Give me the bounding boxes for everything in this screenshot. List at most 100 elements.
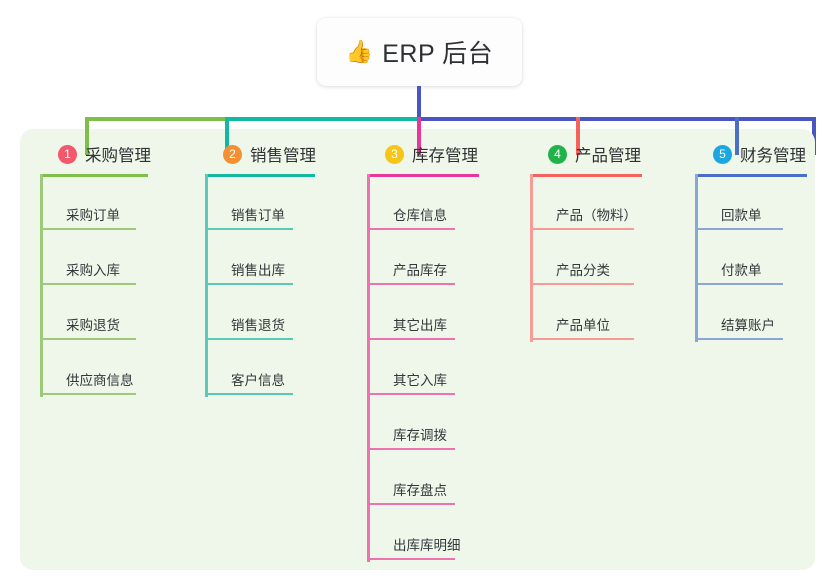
column-title-5: 财务管理: [740, 147, 806, 165]
leaf-item-label: 销售订单: [231, 208, 285, 223]
leaf-item-rule: [367, 393, 455, 395]
leaf-item-rule: [695, 228, 783, 230]
leaf-item-rule: [530, 283, 634, 285]
leaf-item[interactable]: 产品分类: [530, 261, 634, 285]
bus-segment-teal: [225, 117, 417, 121]
column-badge-5: 5: [713, 144, 732, 164]
bus-segment-blue: [417, 117, 816, 121]
leaf-item-rule: [367, 228, 455, 230]
column-header-2[interactable]: 2 销售管理: [205, 141, 316, 167]
diagram-panel: [20, 129, 815, 570]
leaf-item-rule: [205, 393, 293, 395]
leaf-item-rule: [40, 283, 136, 285]
leaf-item[interactable]: 销售出库: [205, 261, 293, 285]
leaf-item[interactable]: 产品（物料）: [530, 206, 637, 230]
leaf-item-rule: [367, 338, 455, 340]
leaf-item-label: 销售出库: [231, 263, 285, 278]
leaf-item-label: 产品库存: [393, 263, 447, 278]
column-underline-1: [40, 174, 148, 177]
column-header-5[interactable]: 5 财务管理: [695, 141, 806, 167]
column-title-4: 产品管理: [575, 147, 641, 165]
leaf-item[interactable]: 其它入库: [367, 371, 455, 395]
leaf-item-rule: [530, 228, 634, 230]
leaf-item-label: 出库库明细: [393, 538, 461, 553]
leaf-item-label: 产品单位: [556, 318, 610, 333]
leaf-item[interactable]: 出库库明细: [367, 536, 461, 560]
column-spine-1: [40, 174, 43, 397]
leaf-item-label: 结算账户: [721, 318, 775, 333]
column-spine-4: [530, 174, 533, 342]
leaf-item[interactable]: 采购订单: [40, 206, 136, 230]
leaf-item-label: 产品（物料）: [556, 208, 637, 223]
leaf-item[interactable]: 产品单位: [530, 316, 634, 340]
leaf-item-label: 产品分类: [556, 263, 610, 278]
leaf-item[interactable]: 采购退货: [40, 316, 136, 340]
column-title-2: 销售管理: [250, 147, 316, 165]
column-2: 2 销售管理销售订单销售出库销售退货客户信息: [205, 141, 316, 397]
leaf-item-rule: [205, 228, 293, 230]
branch-drop-connector-2: [225, 117, 229, 155]
leaf-item[interactable]: 库存调拨: [367, 426, 455, 450]
leaf-item-label: 库存盘点: [393, 483, 447, 498]
leaf-item-rule: [367, 558, 455, 560]
column-underline-5: [695, 174, 807, 177]
column-header-4[interactable]: 4 产品管理: [530, 141, 641, 167]
leaf-item-rule: [695, 283, 783, 285]
bus-segment-green: [85, 117, 225, 121]
leaf-item[interactable]: 产品库存: [367, 261, 455, 285]
leaf-item-label: 客户信息: [231, 373, 285, 388]
leaf-item-label: 其它入库: [393, 373, 447, 388]
leaf-item[interactable]: 销售退货: [205, 316, 293, 340]
leaf-item-label: 采购入库: [66, 263, 120, 278]
leaf-item-rule: [695, 338, 783, 340]
root-node-content: 👍 ERP 后台: [346, 34, 493, 70]
leaf-item-label: 采购订单: [66, 208, 120, 223]
root-node-card[interactable]: 👍 ERP 后台: [317, 18, 522, 86]
leaf-item-rule: [367, 283, 455, 285]
leaf-item[interactable]: 采购入库: [40, 261, 136, 285]
leaf-item-rule: [40, 228, 136, 230]
leaf-item[interactable]: 结算账户: [695, 316, 783, 340]
leaf-item-label: 销售退货: [231, 318, 285, 333]
leaf-item-label: 付款单: [721, 263, 762, 278]
leaf-item-label: 仓库信息: [393, 208, 447, 223]
leaf-item[interactable]: 销售订单: [205, 206, 293, 230]
column-underline-2: [205, 174, 315, 177]
leaf-item-label: 其它出库: [393, 318, 447, 333]
column-badge-2: 2: [223, 144, 242, 164]
leaf-item[interactable]: 供应商信息: [40, 371, 136, 395]
leaf-item-label: 供应商信息: [66, 373, 134, 388]
column-5: 5 财务管理回款单付款单结算账户: [695, 141, 807, 342]
leaf-item-rule: [367, 503, 455, 505]
leaf-item[interactable]: 仓库信息: [367, 206, 455, 230]
column-spine-2: [205, 174, 208, 397]
leaf-item[interactable]: 回款单: [695, 206, 783, 230]
leaf-item-label: 采购退货: [66, 318, 120, 333]
branch-drop-connector-5: [735, 117, 739, 155]
leaf-item[interactable]: 付款单: [695, 261, 783, 285]
leaf-item[interactable]: 其它出库: [367, 316, 455, 340]
root-node-label: ERP 后台: [382, 40, 494, 68]
branch-drop-connector-4: [576, 117, 580, 155]
column-badge-1: 1: [58, 144, 77, 164]
leaf-item-rule: [205, 338, 293, 340]
leaf-item-rule: [367, 448, 455, 450]
thumbs-up-icon: 👍: [345, 39, 374, 64]
branch-drop-connector-1: [85, 117, 89, 155]
column-4: 4 产品管理产品（物料） 产品分类产品单位: [530, 141, 642, 342]
leaf-item-rule: [40, 338, 136, 340]
leaf-item[interactable]: 客户信息: [205, 371, 293, 395]
leaf-item-rule: [530, 338, 634, 340]
leaf-item-label: 库存调拨: [393, 428, 447, 443]
leaf-item-rule: [40, 393, 136, 395]
leaf-item[interactable]: 库存盘点: [367, 481, 455, 505]
column-badge-4: 4: [548, 144, 567, 164]
column-underline-4: [530, 174, 642, 177]
column-underline-3: [367, 174, 479, 177]
column-spine-5: [695, 174, 698, 342]
